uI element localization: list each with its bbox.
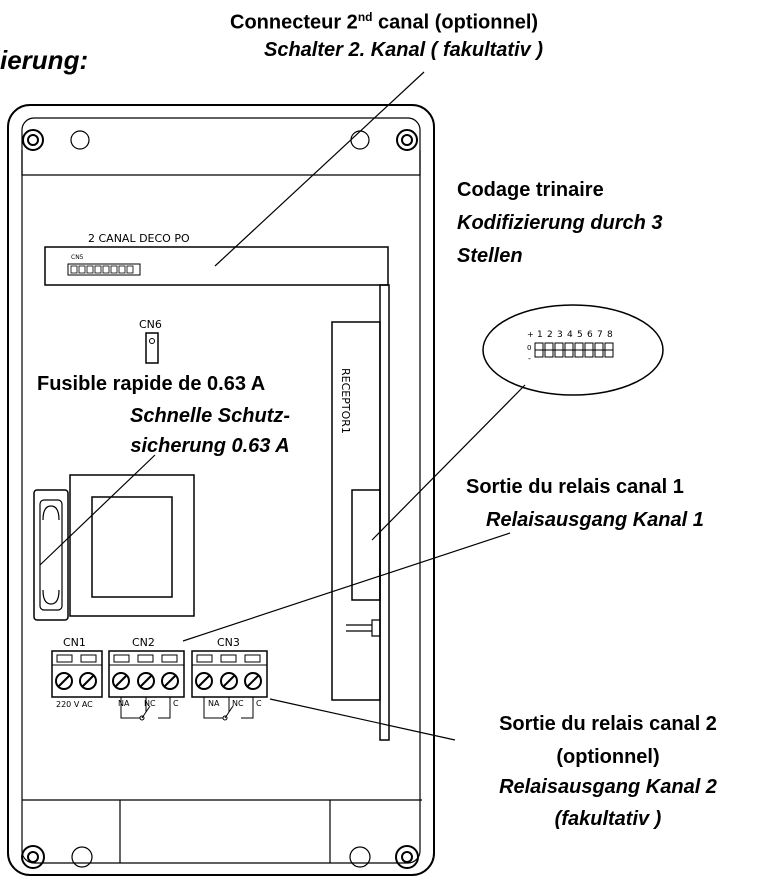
cn5-connector bbox=[67, 263, 141, 276]
cn2-c-label: C bbox=[173, 699, 179, 708]
screw-top-right bbox=[396, 129, 418, 151]
callout-relay2-de-2: (fakultativ ) bbox=[554, 808, 662, 830]
receptor-board bbox=[379, 284, 390, 741]
voltage-label: 220 V AC bbox=[56, 700, 93, 709]
dip-number: 4 bbox=[567, 330, 573, 340]
cn2-label: CN2 bbox=[132, 636, 155, 649]
dip-switch-block bbox=[534, 342, 614, 358]
cn6-jumper bbox=[145, 332, 159, 364]
cn2-contact-diagram bbox=[120, 697, 171, 719]
leader-dip bbox=[371, 384, 526, 541]
cn1-block bbox=[51, 650, 103, 698]
cn1-label: CN1 bbox=[63, 636, 86, 649]
dip-zero: 0 bbox=[527, 344, 532, 352]
enclosure-inner bbox=[21, 117, 421, 864]
heading-fragment: ierung: bbox=[0, 45, 89, 75]
callout-relay1-fr: Sortie du relais canal 1 bbox=[466, 476, 684, 498]
dip-number: 5 bbox=[577, 330, 583, 340]
dip-number: 2 bbox=[547, 330, 553, 340]
cn3-nc-label: NC bbox=[232, 699, 244, 708]
enclosure-frame-bottom bbox=[22, 799, 422, 863]
enclosure-outline bbox=[7, 104, 435, 876]
module-label: 2 CANAL DECO PO bbox=[88, 232, 190, 245]
transformer-core bbox=[91, 496, 173, 598]
callout-channel2-de: Schalter 2. Kanal ( fakultativ ) bbox=[264, 39, 543, 61]
callout-relay2-fr-2: (optionnel) bbox=[556, 746, 660, 768]
dip-number: 3 bbox=[557, 330, 563, 340]
dip-number: 1 bbox=[537, 330, 543, 340]
cn6-label: CN6 bbox=[139, 318, 162, 331]
fuse-body bbox=[39, 499, 63, 611]
callout-trinary-de-1: Kodifizierung durch 3 bbox=[457, 212, 663, 234]
dip-magnifier bbox=[482, 304, 664, 396]
transformer bbox=[69, 474, 195, 617]
cn3-contact-diagram bbox=[203, 697, 254, 719]
fuse-holder bbox=[33, 489, 69, 621]
cn3-label: CN3 bbox=[217, 636, 240, 649]
dip-plus: + bbox=[527, 330, 534, 339]
module-box bbox=[44, 246, 389, 286]
antenna-pin bbox=[346, 619, 381, 637]
callout-relay2-de-1: Relaisausgang Kanal 2 bbox=[499, 776, 717, 798]
callout-relay2-fr-1: Sortie du relais canal 2 bbox=[499, 713, 717, 735]
leader-relay1 bbox=[182, 532, 511, 642]
screw-bottom-right bbox=[395, 845, 419, 869]
callout-relay1-de: Relaisausgang Kanal 1 bbox=[486, 509, 704, 531]
leader-relay2 bbox=[269, 698, 456, 741]
receptor-window bbox=[351, 489, 381, 601]
hole-top-right bbox=[350, 130, 370, 150]
enclosure-frame bbox=[21, 150, 421, 176]
hole-bottom-left bbox=[71, 846, 93, 868]
screw-bottom-left bbox=[21, 845, 45, 869]
leader-lines bbox=[39, 71, 526, 741]
dip-number: 7 bbox=[597, 330, 603, 340]
dip-number: 6 bbox=[587, 330, 593, 340]
leader-fuse bbox=[39, 454, 156, 566]
dip-number: 8 bbox=[607, 330, 613, 340]
callout-fuse-fr: Fusible rapide de 0.63 A bbox=[37, 373, 266, 395]
callout-trinary-fr: Codage trinaire bbox=[457, 179, 604, 201]
cn2-nc-label: NC bbox=[144, 699, 156, 708]
hole-top-left bbox=[70, 130, 90, 150]
callout-fuse-de-1: Schnelle Schutz- bbox=[129, 405, 291, 427]
cn3-c-label: C bbox=[256, 699, 262, 708]
cn2-na-label: NA bbox=[118, 699, 130, 708]
dip-minus: - bbox=[528, 354, 531, 363]
receptor-label: RECEPTOR1 bbox=[339, 368, 352, 434]
hole-bottom-right bbox=[349, 846, 371, 868]
cn3-na-label: NA bbox=[208, 699, 220, 708]
callout-trinary-de-2: Stellen bbox=[457, 245, 523, 267]
leader-channel2 bbox=[214, 71, 425, 267]
screw-top-left bbox=[22, 129, 44, 151]
cn5-label: CN5 bbox=[71, 254, 84, 261]
callout-fuse-de-2: sicherung 0.63 A bbox=[130, 435, 290, 457]
callout-channel2-fr: Connecteur 2nd canal (optionnel) bbox=[230, 10, 539, 34]
